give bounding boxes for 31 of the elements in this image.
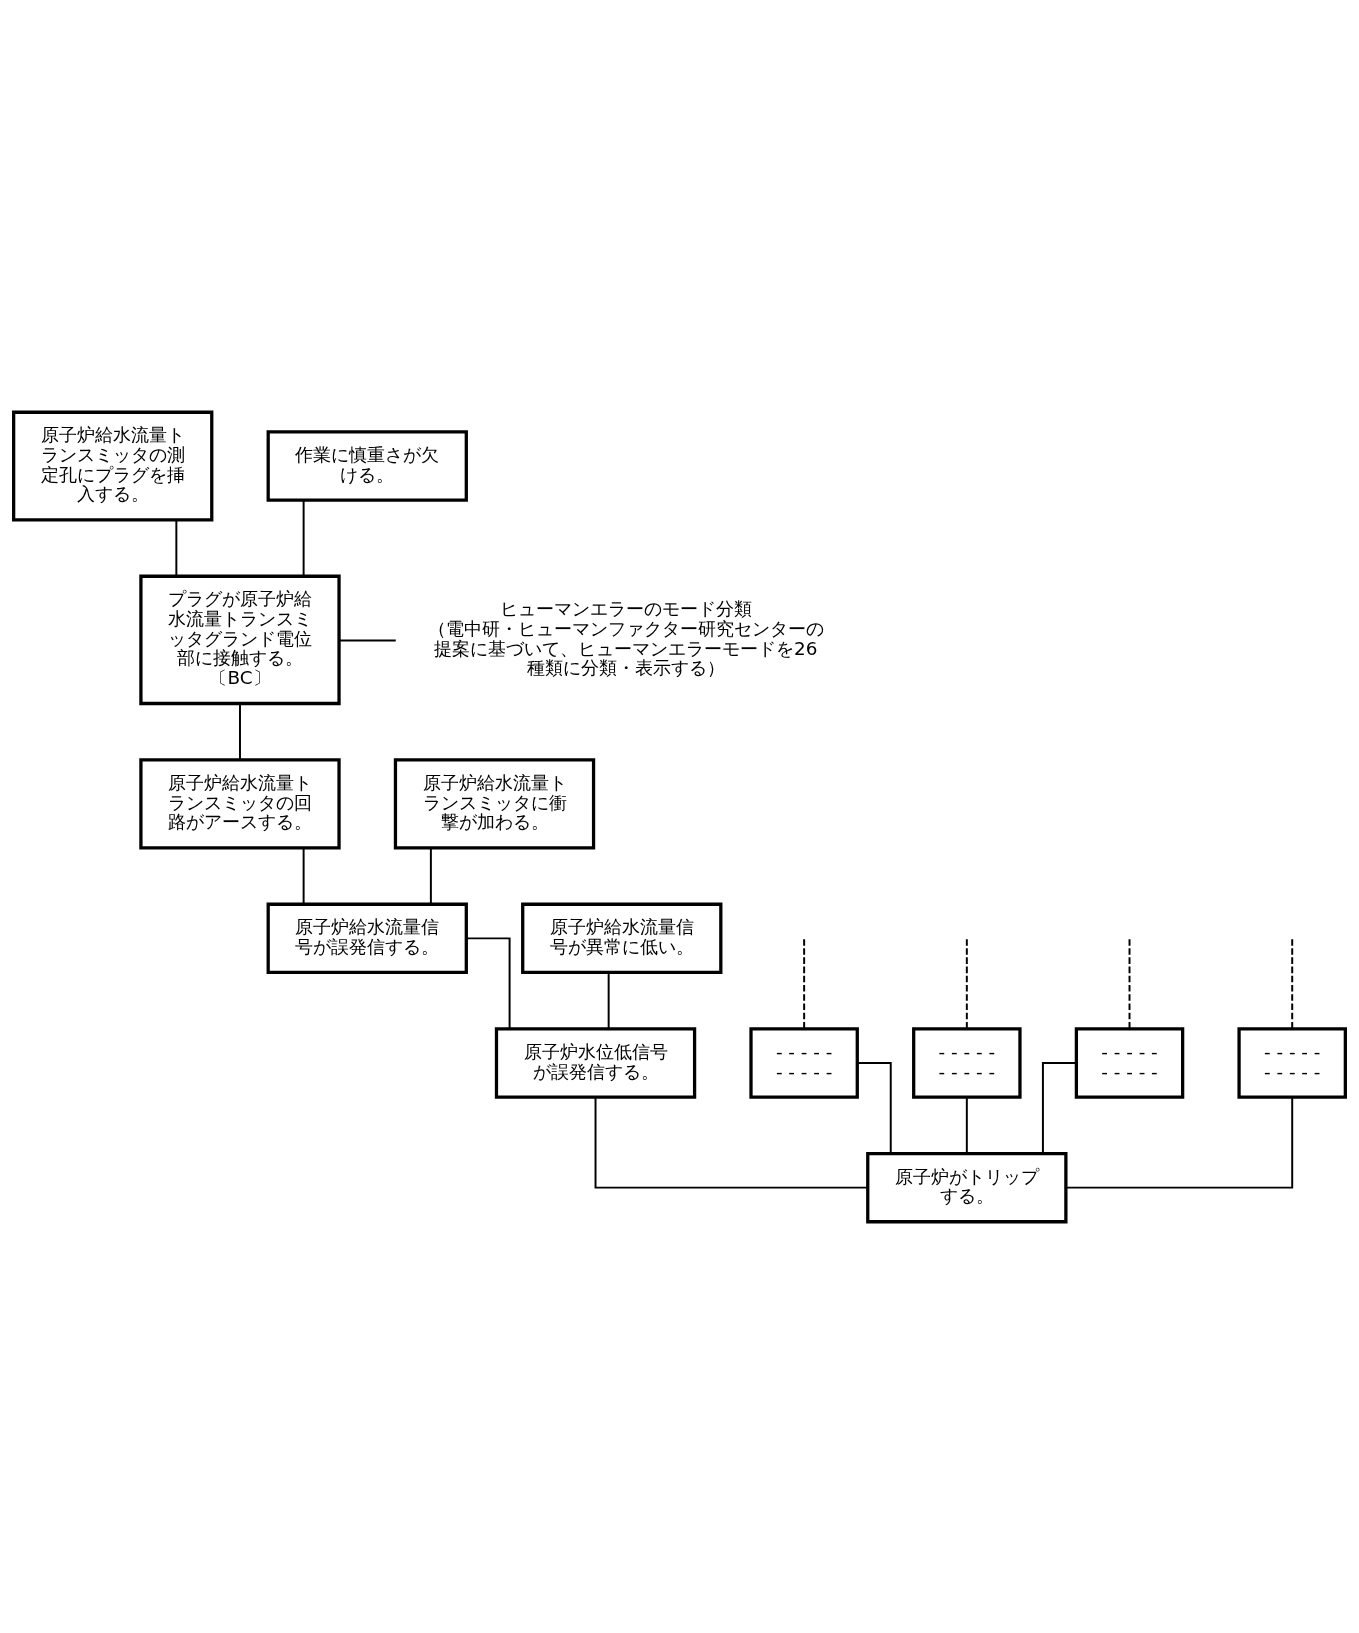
node-box: - - - - - - - - - - [1074, 1026, 1185, 1099]
connector [302, 846, 305, 905]
node-box: 原子炉給水流量トランスミッタに衝撃が加わる。 [393, 757, 596, 849]
connector [302, 498, 305, 577]
node-box: 原子炉給水流量信号が誤発信する。 [266, 902, 468, 974]
connector [965, 1095, 968, 1154]
connector [175, 518, 178, 577]
node-box: 原子炉水位低信号が誤発信する。 [494, 1026, 697, 1099]
connector [1128, 937, 1131, 1029]
connector [1291, 937, 1294, 1029]
connector [429, 846, 432, 905]
node-box: 原子炉がトリップする。 [866, 1151, 1068, 1223]
node-box: - - - - - - - - - - [749, 1026, 859, 1099]
node-box: 原子炉給水流量信号が異常に低い。 [521, 902, 723, 974]
node-box: プラグが原子炉給水流量トランスミッタグランド電位部に接触する。 〔BC〕 [139, 574, 341, 705]
node-text: ヒューマンエラーのモード分類 （電中研・ヒューマンファクター研究センターの提案に基づいて、ヒューマンエラーモードを26種類に分類・表示する） [427, 597, 824, 678]
connector [465, 936, 511, 1030]
connector [1065, 1095, 1294, 1189]
connector [607, 971, 610, 1030]
connector [803, 937, 806, 1029]
connector [338, 639, 397, 642]
connector [239, 702, 241, 761]
node-box: - - - - - - - - - - [912, 1026, 1022, 1099]
connector [1041, 1061, 1078, 1154]
connector [856, 1061, 892, 1154]
node-box: - - - - - - - - - - [1237, 1026, 1347, 1099]
node-box: 原子炉給水流量トランスミッタの回路がアースする。 [139, 757, 341, 849]
node-box: 作業に慎重さが欠ける。 [266, 429, 468, 502]
connector [594, 1095, 869, 1189]
node-box: 原子炉給水流量トランスミッタの測定孔にプラグを挿入する。 [12, 410, 214, 521]
connector [965, 937, 968, 1029]
